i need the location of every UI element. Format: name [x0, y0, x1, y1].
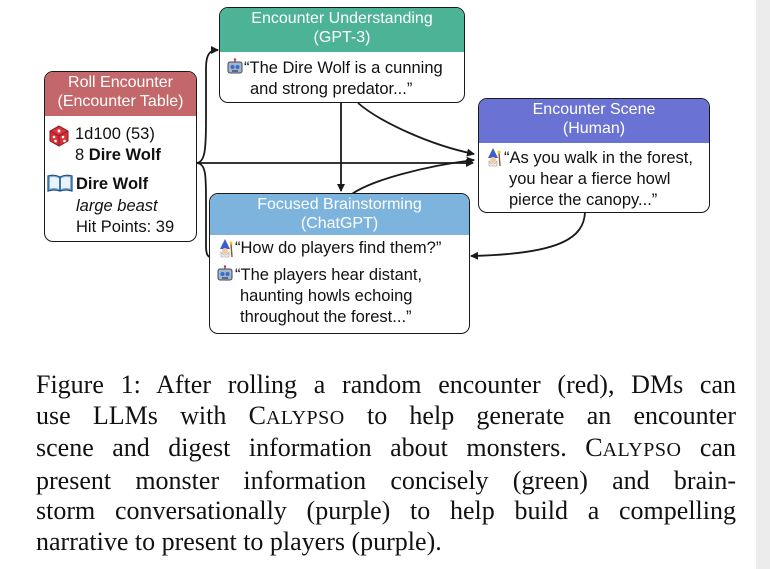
caption-text-4a: present monster information concisely (g…	[36, 465, 736, 495]
calypso-smallcaps-1: ALYPSO	[265, 406, 345, 429]
wizard-icon	[220, 239, 233, 258]
caption-line-5: storm conversationally (purple) to help …	[36, 496, 736, 527]
robot-icon	[217, 265, 233, 281]
roll-encounter-subtitle: (Encounter Table)	[57, 93, 184, 110]
dice-icon	[49, 125, 69, 147]
roll-encounter-header: Roll Encounter (Encounter Table)	[45, 72, 196, 116]
scene-title: Encounter Scene	[532, 101, 656, 118]
caption-line-6: narrative to present to players (purple)…	[36, 527, 736, 558]
book-monster-name: Dire Wolf	[76, 175, 149, 193]
caption-text-2c: to help generate an encounter	[344, 400, 736, 430]
caption-text-3a: scene and digest information about monst…	[36, 433, 603, 462]
monster-name: Dire Wolf	[88, 146, 161, 164]
scene-quote-line2: you hear a fierce howl	[509, 170, 671, 188]
caption-text-2a: use LLMs with C	[36, 400, 266, 430]
encounter-understanding-box: Encounter Understanding (GPT-3) “The Dir…	[219, 7, 465, 103]
scene-quote-line1: “As you walk in the forest,	[504, 149, 693, 167]
scene-header: Encounter Scene (Human)	[479, 99, 709, 143]
arrow-understanding-to-scene	[357, 102, 475, 157]
right-edge-strip	[756, 0, 770, 569]
understanding-quote-line2: and strong predator...”	[250, 80, 413, 98]
brainstorm-title: Focused Brainstorming	[257, 196, 422, 213]
scene-quote-line3: pierce the canopy...”	[509, 191, 658, 209]
robot-icon	[227, 58, 243, 74]
hit-points: Hit Points: 39	[76, 218, 175, 236]
arrow-scene-to-brainstorm	[470, 211, 586, 260]
roll-count-monster: 8 Dire Wolf	[75, 145, 161, 166]
roll-encounter-title: Roll Encounter	[68, 74, 173, 91]
roll-result: 1d100 (53)	[75, 125, 155, 143]
book-icon	[47, 174, 73, 192]
caption-line-4: present monster information concisely (g…	[36, 466, 736, 497]
caption-line-2: use LLMs with CALYPSO to help generate a…	[36, 401, 736, 434]
caption-text-5a: storm conversationally (purple) to help …	[36, 496, 736, 525]
understanding-subtitle: (GPT-3)	[313, 29, 371, 46]
brainstorm-answer-line2: haunting howls echoing	[240, 287, 413, 305]
figure-caption: Figure 1: After rolling a random encount…	[36, 370, 736, 557]
focused-brainstorming-box: Focused Brainstorming (ChatGPT) “How do …	[209, 193, 470, 334]
caption-text-6a: narrative to present to players (purple)…	[36, 526, 442, 556]
arrow-brainstorm-to-scene	[351, 156, 475, 195]
calypso-smallcaps-2: ALYPSO	[602, 439, 682, 461]
understanding-title: Encounter Understanding	[251, 10, 433, 27]
scene-subtitle: (Human)	[562, 120, 626, 137]
brainstorm-answer-line1: “The players hear distant,	[235, 266, 423, 284]
encounter-scene-box: Encounter Scene (Human) “As you walk in …	[478, 98, 710, 213]
understanding-header: Encounter Understanding (GPT-3)	[220, 8, 464, 52]
brainstorm-question: “How do players find them?”	[235, 239, 442, 257]
caption-line-1: Figure 1: After rolling a random encount…	[36, 370, 736, 401]
monster-count: 8	[75, 146, 85, 164]
brainstorm-subtitle: (ChatGPT)	[300, 215, 379, 232]
caption-line-3: scene and digest information about monst…	[36, 433, 736, 466]
understanding-quote-line1: “The Dire Wolf is a cunning	[244, 59, 443, 77]
caption-text-3c: can	[681, 433, 736, 462]
caption-text-1a: Figure 1: After rolling a random encount…	[36, 370, 736, 399]
brainstorm-answer-line3: throughout the forest...”	[240, 308, 412, 326]
roll-encounter-box: Roll Encounter (Encounter Table) 1d100 (…	[44, 71, 197, 242]
arrow-roll-to-understanding	[195, 46, 219, 164]
brainstorm-header: Focused Brainstorming (ChatGPT)	[210, 194, 469, 235]
wizard-icon	[488, 148, 501, 167]
monster-type: large beast	[76, 197, 158, 215]
